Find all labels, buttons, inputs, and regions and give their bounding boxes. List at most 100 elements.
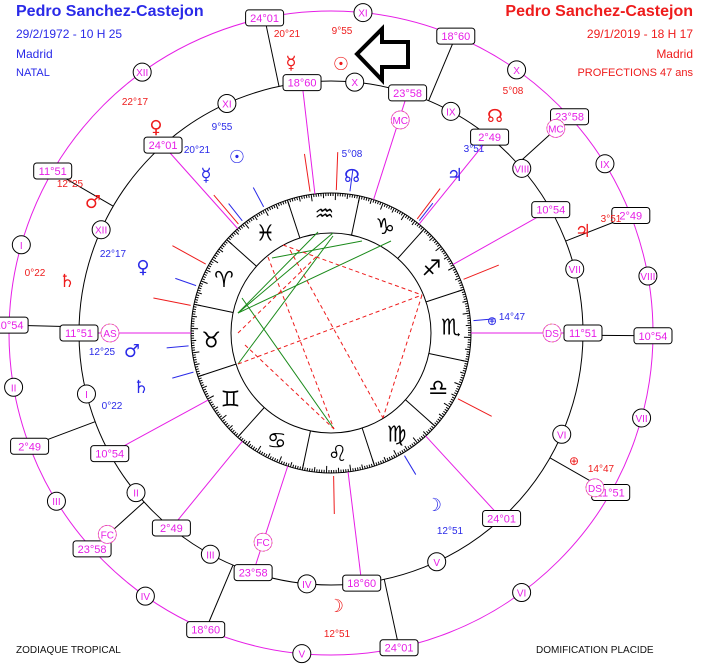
profection-saturn-tick (153, 297, 191, 306)
degree-tick (233, 431, 237, 435)
profection-cusp-label-box (245, 9, 285, 27)
degree-tick (271, 457, 274, 461)
degree-tick (366, 465, 369, 469)
natal-house-number-circle (441, 101, 461, 121)
natal-mercury-degree: 20°21 (184, 145, 211, 156)
natal-place: Madrid (16, 47, 53, 61)
profection-house-number-circle (4, 377, 24, 397)
profection-cusp-label: 2°49 (619, 211, 642, 223)
natal-house-number: XII (95, 226, 107, 237)
sign-boundary (193, 303, 234, 313)
profection-sun-icon: ☉ (333, 54, 349, 75)
degree-tick (458, 282, 462, 285)
zodiac-sign-2-icon: ♊ (221, 388, 241, 413)
profection-house-number: V (298, 650, 305, 661)
degree-tick (192, 351, 200, 354)
profection-mars-icon: ♂ (85, 192, 101, 213)
natal-part-of-fortune-degree: 14°47 (499, 312, 526, 323)
degree-tick (465, 355, 470, 358)
degree-tick (388, 456, 391, 460)
natal-part-of-fortune-tick (473, 318, 496, 322)
profection-cusp-label-box (633, 327, 673, 345)
profection-cusp-label-box (611, 207, 651, 225)
degree-tick (219, 415, 223, 418)
degree-tick (216, 411, 220, 415)
degree-tick (409, 444, 413, 448)
profection-place: Madrid (656, 47, 693, 61)
degree-tick (193, 306, 197, 308)
degree-tick (422, 431, 428, 436)
degree-tick (400, 212, 404, 216)
degree-tick (460, 371, 466, 375)
natal-house-number: IX (446, 107, 456, 118)
degree-tick (242, 224, 245, 228)
degree-tick (225, 422, 229, 426)
degree-tick (199, 282, 204, 285)
zodiac-sign-0-icon: ♈ (214, 268, 234, 293)
degree-tick (427, 429, 431, 433)
degree-tick (266, 208, 269, 212)
natal-house-number-circle (565, 259, 585, 279)
degree-tick (284, 200, 287, 204)
natal-jupiter-icon: ♃ (447, 165, 463, 186)
degree-tick (305, 195, 308, 199)
degree-tick (194, 299, 199, 301)
degree-tick (215, 252, 219, 256)
degree-tick (196, 294, 200, 297)
natal-cusp-line (109, 399, 209, 455)
natal-saturn-degree: 0°22 (102, 401, 123, 412)
natal-jupiter-tick (418, 202, 434, 221)
degree-tick (372, 199, 375, 203)
profection-house-number-circle (46, 491, 66, 511)
profection-cusp-label-box (0, 316, 29, 334)
degree-tick (282, 201, 285, 205)
natal-cusp-label-box (143, 136, 183, 154)
degree-tick (390, 455, 394, 459)
degree-tick (222, 419, 226, 422)
natal-cusp-label-box (388, 84, 428, 102)
profection-house-number-circle (512, 583, 532, 603)
degree-tick (298, 196, 301, 202)
degree-tick (418, 225, 422, 229)
degree-tick (393, 450, 398, 457)
aspect-line-tense (237, 254, 319, 334)
degree-tick (193, 359, 197, 361)
profection-cusp-label-box (10, 437, 50, 455)
degree-tick (306, 467, 309, 472)
aspect-line-harmonic (237, 231, 319, 314)
profection-moon-icon: ☽ (328, 596, 344, 617)
degree-tick (205, 269, 211, 273)
natal-house-number: I (85, 390, 88, 401)
zodiac-sign-5-icon: ♍ (387, 422, 407, 447)
profection-cusp-label: 2°49 (18, 441, 41, 453)
degree-tick (277, 203, 280, 207)
degree-tick (364, 465, 366, 469)
degree-tick (380, 202, 384, 210)
degree-tick (221, 244, 225, 248)
natal-cusp-label-box (90, 445, 130, 463)
degree-tick (450, 264, 454, 267)
aspect-line-tense (267, 256, 335, 430)
degree-tick (254, 215, 258, 221)
profection-house-number: VIII (640, 272, 655, 283)
degree-tick (204, 271, 208, 274)
profection-cusp-label-box (186, 621, 226, 639)
degree-tick (429, 236, 434, 242)
profection-cusp-label: 10°54 (639, 331, 668, 343)
profection-datetime: 29/1/2019 - 18 H 17 (586, 27, 693, 41)
degree-tick (383, 456, 387, 462)
degree-tick (460, 286, 464, 289)
degree-tick (346, 193, 349, 200)
degree-tick (455, 275, 459, 278)
profection-angle-mc: MC (548, 124, 564, 135)
natal-datetime: 29/2/1972 - 10 H 25 (16, 27, 123, 41)
degree-tick (463, 298, 467, 300)
degree-tick (205, 392, 209, 396)
degree-tick (353, 194, 356, 199)
profection-house-number-circle (11, 235, 31, 255)
natal-house-number: XI (222, 100, 231, 111)
degree-tick (385, 204, 389, 208)
profection-jupiter-tick (463, 264, 499, 280)
degree-tick (408, 217, 412, 221)
zodiac-sign-11-icon: ♓ (256, 222, 276, 247)
